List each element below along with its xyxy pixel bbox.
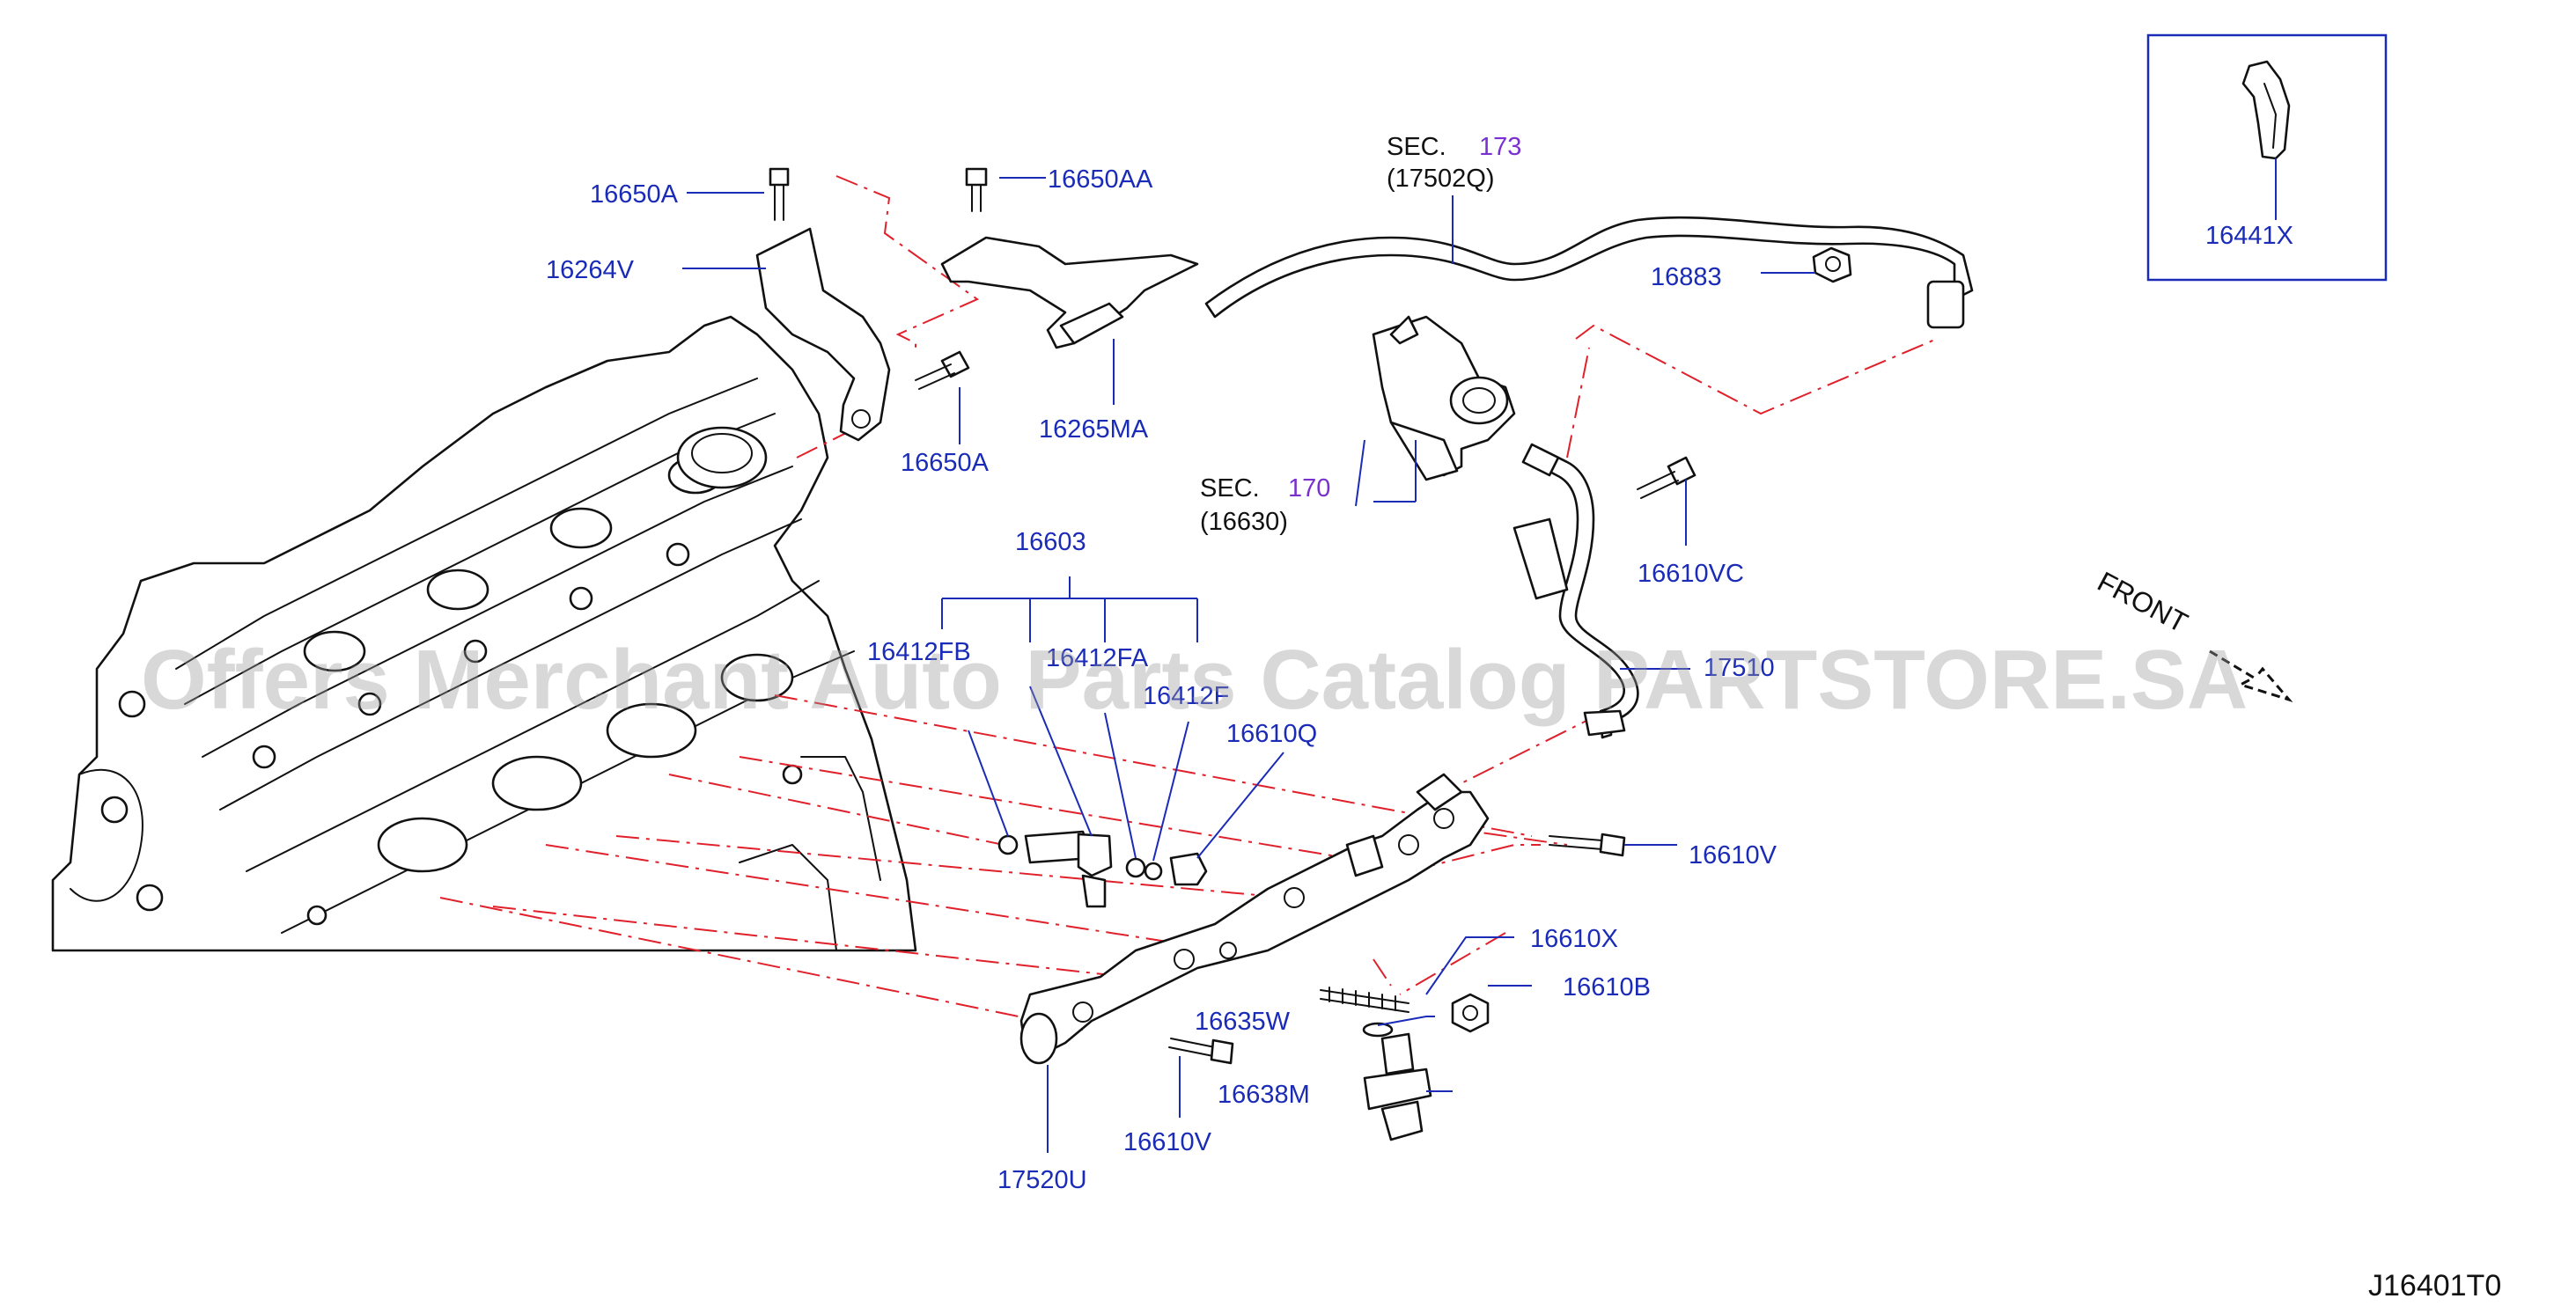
sec170-part: (16630) (1200, 508, 1288, 536)
label-16610v-right[interactable]: 16610V (1689, 841, 1777, 869)
inset-box-16441x (2146, 33, 2388, 282)
label-16610v-bottom[interactable]: 16610V (1123, 1128, 1212, 1156)
label-16610b[interactable]: 16610B (1563, 973, 1651, 1002)
label-16650a-top[interactable]: 16650A (590, 180, 679, 209)
label-16412f[interactable]: 16412F (1143, 682, 1229, 710)
label-16635w[interactable]: 16635W (1195, 1008, 1291, 1036)
bolt-16650aa-drawing (965, 167, 988, 212)
labels: 16650A 16650AA 16264V 16650A 16265MA 168… (546, 133, 2501, 1302)
diagram-code: J16401T0 (2368, 1269, 2501, 1302)
label-16610vc[interactable]: 16610VC (1638, 560, 1744, 588)
sec173-prefix: SEC. (1387, 133, 1446, 161)
label-16264v[interactable]: 16264V (546, 256, 635, 284)
sec170-number[interactable]: 170 (1288, 474, 1330, 503)
front-arrow-icon (2209, 649, 2293, 702)
oring-16635w-drawing (1362, 1022, 1394, 1038)
engine-cylinder-head-drawing (51, 315, 917, 952)
bolt-16650a-mid-drawing (915, 350, 970, 390)
label-16610q[interactable]: 16610Q (1226, 720, 1317, 748)
label-16265ma[interactable]: 16265MA (1039, 415, 1149, 444)
label-16610x[interactable]: 16610X (1530, 925, 1618, 953)
bolt-16610v-right-drawing (1549, 833, 1626, 857)
injector-16603-drawing (997, 830, 1208, 908)
label-16441x[interactable]: 16441X (2205, 222, 2293, 250)
sec173-number[interactable]: 173 (1479, 133, 1521, 161)
clip-16883-drawing (1812, 246, 1852, 283)
label-16638m[interactable]: 16638M (1218, 1081, 1310, 1109)
watermark: Offers Merchant Auto Parts Catalog PARTS… (141, 633, 2248, 727)
fuel-rail-17520u-drawing (1019, 773, 1490, 1065)
bracket-16265ma-drawing (940, 236, 1199, 349)
nut-16610b-drawing (1451, 993, 1490, 1033)
sec170-prefix: SEC. (1200, 474, 1260, 503)
label-16650a-mid[interactable]: 16650A (901, 449, 990, 477)
label-17520u[interactable]: 17520U (997, 1166, 1087, 1194)
phantom-lines (439, 175, 1938, 1031)
fuel-pump-16630-drawing (1372, 315, 1516, 481)
sec173-part: (17502Q) (1387, 165, 1495, 193)
label-16650aa[interactable]: 16650AA (1048, 165, 1153, 194)
sensor-16638m-drawing (1363, 1032, 1432, 1141)
bracket-16264v-drawing (755, 227, 891, 442)
bolt-16650a-top-drawing (769, 167, 790, 221)
bolt-16610v-bottom-drawing (1168, 1038, 1234, 1065)
label-16412fa[interactable]: 16412FA (1046, 644, 1149, 672)
fuel-hose-17502q-drawing (1204, 216, 1974, 329)
stud-16610x-drawing (1320, 987, 1409, 1013)
label-16603[interactable]: 16603 (1015, 528, 1086, 556)
leader-lines (682, 158, 2277, 1153)
label-17510[interactable]: 17510 (1704, 654, 1775, 682)
front-label: FRONT (2093, 565, 2193, 639)
fuel-pipe-17510-drawing (1512, 443, 1639, 739)
bolt-16610vc-drawing (1637, 456, 1696, 499)
label-16883[interactable]: 16883 (1651, 263, 1722, 291)
label-16412fb[interactable]: 16412FB (867, 638, 971, 666)
